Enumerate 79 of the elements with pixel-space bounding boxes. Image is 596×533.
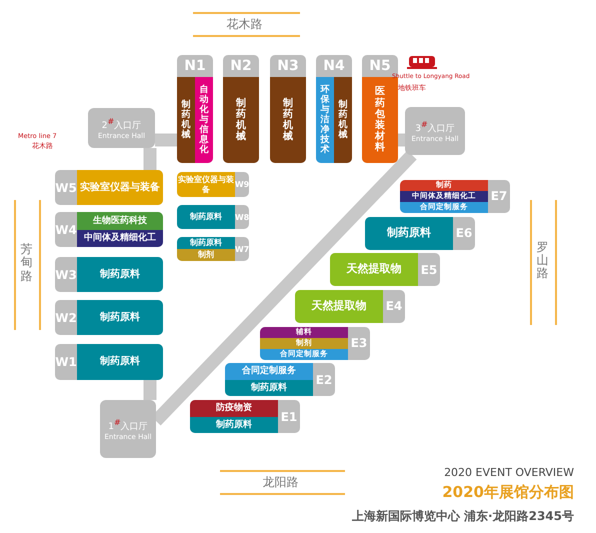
hall-number-label: W4 xyxy=(55,222,77,238)
exhibition-zone: 制药机械 xyxy=(223,77,259,163)
exhibition-zone: 制药原料 xyxy=(177,205,235,229)
walkway xyxy=(144,380,156,400)
exhibition-zone: 天然提取物 xyxy=(295,290,383,323)
exhibition-zone: 制药原料 xyxy=(77,257,163,292)
exhibition-zone: 环保与洁净技术 xyxy=(316,77,334,163)
entrance-number-label: 2$^{#}$入口厅 xyxy=(102,116,142,132)
exhibition-hall xyxy=(55,300,163,335)
hall-number-label: W8 xyxy=(235,212,249,224)
road-name: 龙阳路 xyxy=(262,474,298,491)
exhibition-hall xyxy=(270,55,306,163)
exhibition-zone: 制药原料 xyxy=(77,300,163,335)
hall-number-label: E5 xyxy=(420,262,438,279)
walkway xyxy=(398,134,405,146)
exhibition-zone: 制药原料 xyxy=(190,416,278,433)
exhibition-zone: 天然提取物 xyxy=(330,253,418,286)
road-name: 花木路 xyxy=(226,16,262,33)
hall-number-label: W5 xyxy=(55,180,77,196)
exhibition-hall xyxy=(177,205,249,229)
exhibition-zone: 制药原料 xyxy=(77,344,163,380)
hall-number-label: W9 xyxy=(235,179,249,191)
exhibition-hall xyxy=(316,55,352,163)
exhibition-hall xyxy=(223,55,259,163)
hall-number-label: N2 xyxy=(229,57,253,76)
heading-text: 2020年展馆分布图 xyxy=(442,483,574,502)
exhibition-zone: 自动化与信息化 xyxy=(195,77,213,163)
walkway xyxy=(144,148,156,170)
entrance-number-label: 3$^{#}$入口厅 xyxy=(415,120,455,134)
exhibition-hall xyxy=(225,363,335,396)
walkway xyxy=(155,134,177,146)
exhibition-zone: 实验室仪器与装备 xyxy=(177,172,235,197)
exhibition-hall xyxy=(295,290,405,323)
exhibition-hall xyxy=(260,326,370,360)
exhibition-hall xyxy=(55,212,163,247)
heading-text: 2020 EVENT OVERVIEW xyxy=(444,466,574,479)
exhibition-zone: 制药机械 xyxy=(177,77,195,163)
exhibition-zone: 合同定制服务 xyxy=(225,363,313,380)
exhibition-hall xyxy=(365,216,475,250)
hall-number-label: W3 xyxy=(55,266,77,284)
hall-number-label: W2 xyxy=(55,310,77,326)
exhibition-hall xyxy=(177,237,249,261)
exhibition-hall xyxy=(177,55,213,163)
address-text: 上海新国际博览中心 浦东·龙阳路2345号 xyxy=(352,508,574,525)
exhibition-zone: 制药原料 xyxy=(225,380,313,396)
hall-number-label: W7 xyxy=(235,244,249,256)
exhibition-zone: 制剂 xyxy=(177,249,235,261)
entrance-number-label: 1$^{#}$入口厅 xyxy=(108,418,148,432)
entrance-hall-area xyxy=(405,107,465,155)
exhibition-zone: 医药包装材料 xyxy=(362,77,398,163)
exhibition-zone: 制药原料 xyxy=(365,216,453,250)
exhibition-hall xyxy=(400,180,510,213)
exhibition-hall xyxy=(55,170,163,205)
hall-number-label: N4 xyxy=(322,57,346,76)
exhibition-hall xyxy=(190,400,300,433)
exhibition-hall xyxy=(177,172,249,197)
hall-number-label: E3 xyxy=(350,335,368,352)
exhibition-zone: 制药原料 xyxy=(177,237,235,249)
hall-number-label: E6 xyxy=(454,225,474,242)
exhibition-zone: 生物医药科技 xyxy=(77,212,163,230)
exhibition-zone: 制药机械 xyxy=(270,77,306,163)
hall-number-label: N3 xyxy=(276,57,300,76)
hall-number-label: E1 xyxy=(280,408,298,426)
road-name: 罗山路 xyxy=(536,240,550,281)
hall-number-label: E2 xyxy=(314,372,334,389)
exhibition-hall xyxy=(55,257,163,292)
exhibition-zone: 防疫物资 xyxy=(190,400,278,416)
entrance-hall-area xyxy=(88,108,155,148)
hall-number-label: N1 xyxy=(183,57,207,76)
exhibition-zone: 制药机械 xyxy=(334,77,352,163)
road-name: 芳甸路 xyxy=(20,243,34,284)
hall-number-label: E4 xyxy=(384,298,404,316)
exhibition-zone: 中间体及精细化工 xyxy=(77,230,163,247)
hall-number-label: E7 xyxy=(490,188,508,206)
exhibition-hall xyxy=(55,344,163,380)
entrance-hall-area xyxy=(100,400,156,458)
exhibition-zone: 实验室仪器与装备 xyxy=(77,170,163,205)
hall-number-label: W1 xyxy=(55,354,77,371)
exhibition-hall xyxy=(330,253,440,286)
